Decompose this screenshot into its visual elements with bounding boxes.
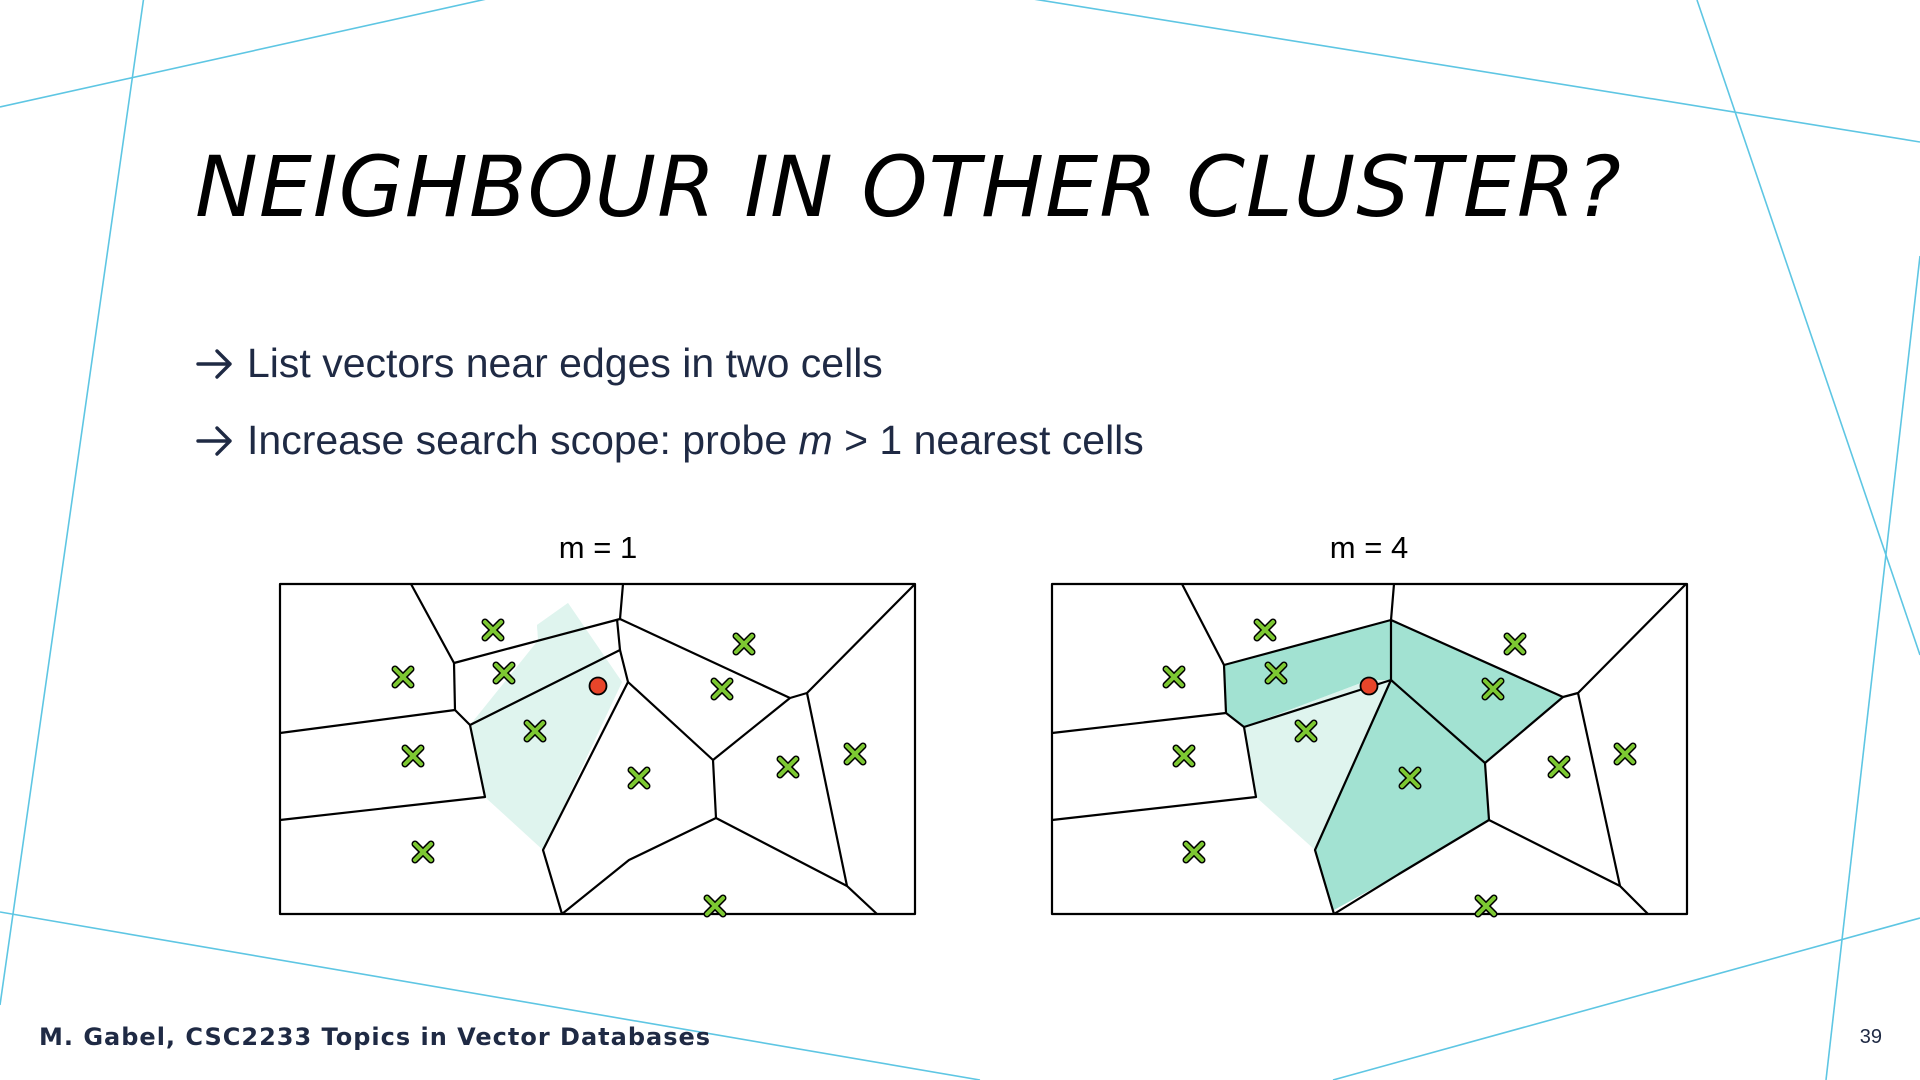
- voronoi-cells: [278, 582, 917, 918]
- diagram-label: m = 1: [558, 530, 638, 565]
- x-marker-icon: [1253, 618, 1277, 642]
- voronoi-diagram-m4: m = 4: [1049, 530, 1689, 920]
- x-marker-icon: [492, 661, 516, 685]
- x-marker-icon: [776, 755, 800, 779]
- voronoi-diagram-m1: m = 1: [278, 530, 918, 920]
- slide-title: NEIGHBOUR IN OTHER CLUSTER?: [195, 138, 1622, 236]
- query-cell: [1244, 680, 1391, 850]
- query-point: [588, 676, 608, 696]
- bullet-list: List vectors near edges in two cells Inc…: [195, 325, 1144, 479]
- page-number: 39: [1859, 1026, 1882, 1048]
- x-marker-icon: [710, 677, 734, 701]
- x-marker-icon: [1294, 719, 1318, 743]
- x-marker-icon: [1503, 632, 1527, 656]
- bullet-text: List vectors near edges in two cells: [247, 340, 883, 386]
- x-marker-icon: [843, 742, 867, 766]
- arrow-right-icon: [195, 421, 247, 461]
- x-marker-icon: [1613, 742, 1637, 766]
- vector-markers: [391, 618, 867, 918]
- x-marker-icon: [1547, 755, 1571, 779]
- x-marker-icon: [1474, 894, 1498, 918]
- x-marker-icon: [523, 719, 547, 743]
- x-marker-icon: [627, 766, 651, 790]
- x-marker-icon: [481, 618, 505, 642]
- voronoi-cells: [1050, 582, 1689, 918]
- query-point: [1359, 676, 1379, 696]
- probed-cell: [1369, 620, 1563, 763]
- x-marker-icon: [1162, 665, 1186, 689]
- bullet-item: List vectors near edges in two cells: [195, 325, 1144, 402]
- query-cell: [470, 603, 622, 850]
- x-marker-icon: [1264, 661, 1288, 685]
- x-marker-icon: [1172, 744, 1196, 768]
- x-marker-icon: [411, 840, 435, 864]
- vector-markers: [1162, 618, 1637, 918]
- bullet-item: Increase search scope: probe m > 1 neare…: [195, 402, 1144, 479]
- bullet-text: Increase search scope: probe m > 1 neare…: [247, 417, 1144, 463]
- footer-author-course: M. Gabel, CSC2233 Topics in Vector Datab…: [39, 1023, 712, 1051]
- x-marker-icon: [732, 632, 756, 656]
- x-marker-icon: [1398, 766, 1422, 790]
- probed-cell: [1224, 620, 1391, 727]
- x-marker-icon: [1481, 677, 1505, 701]
- x-marker-icon: [1182, 840, 1206, 864]
- probed-cell: [1315, 680, 1489, 910]
- x-marker-icon: [703, 894, 727, 918]
- arrow-right-icon: [195, 344, 247, 384]
- x-marker-icon: [391, 665, 415, 689]
- diagram-label: m = 4: [1329, 530, 1409, 565]
- m-variable: m: [798, 417, 833, 463]
- x-marker-icon: [401, 744, 425, 768]
